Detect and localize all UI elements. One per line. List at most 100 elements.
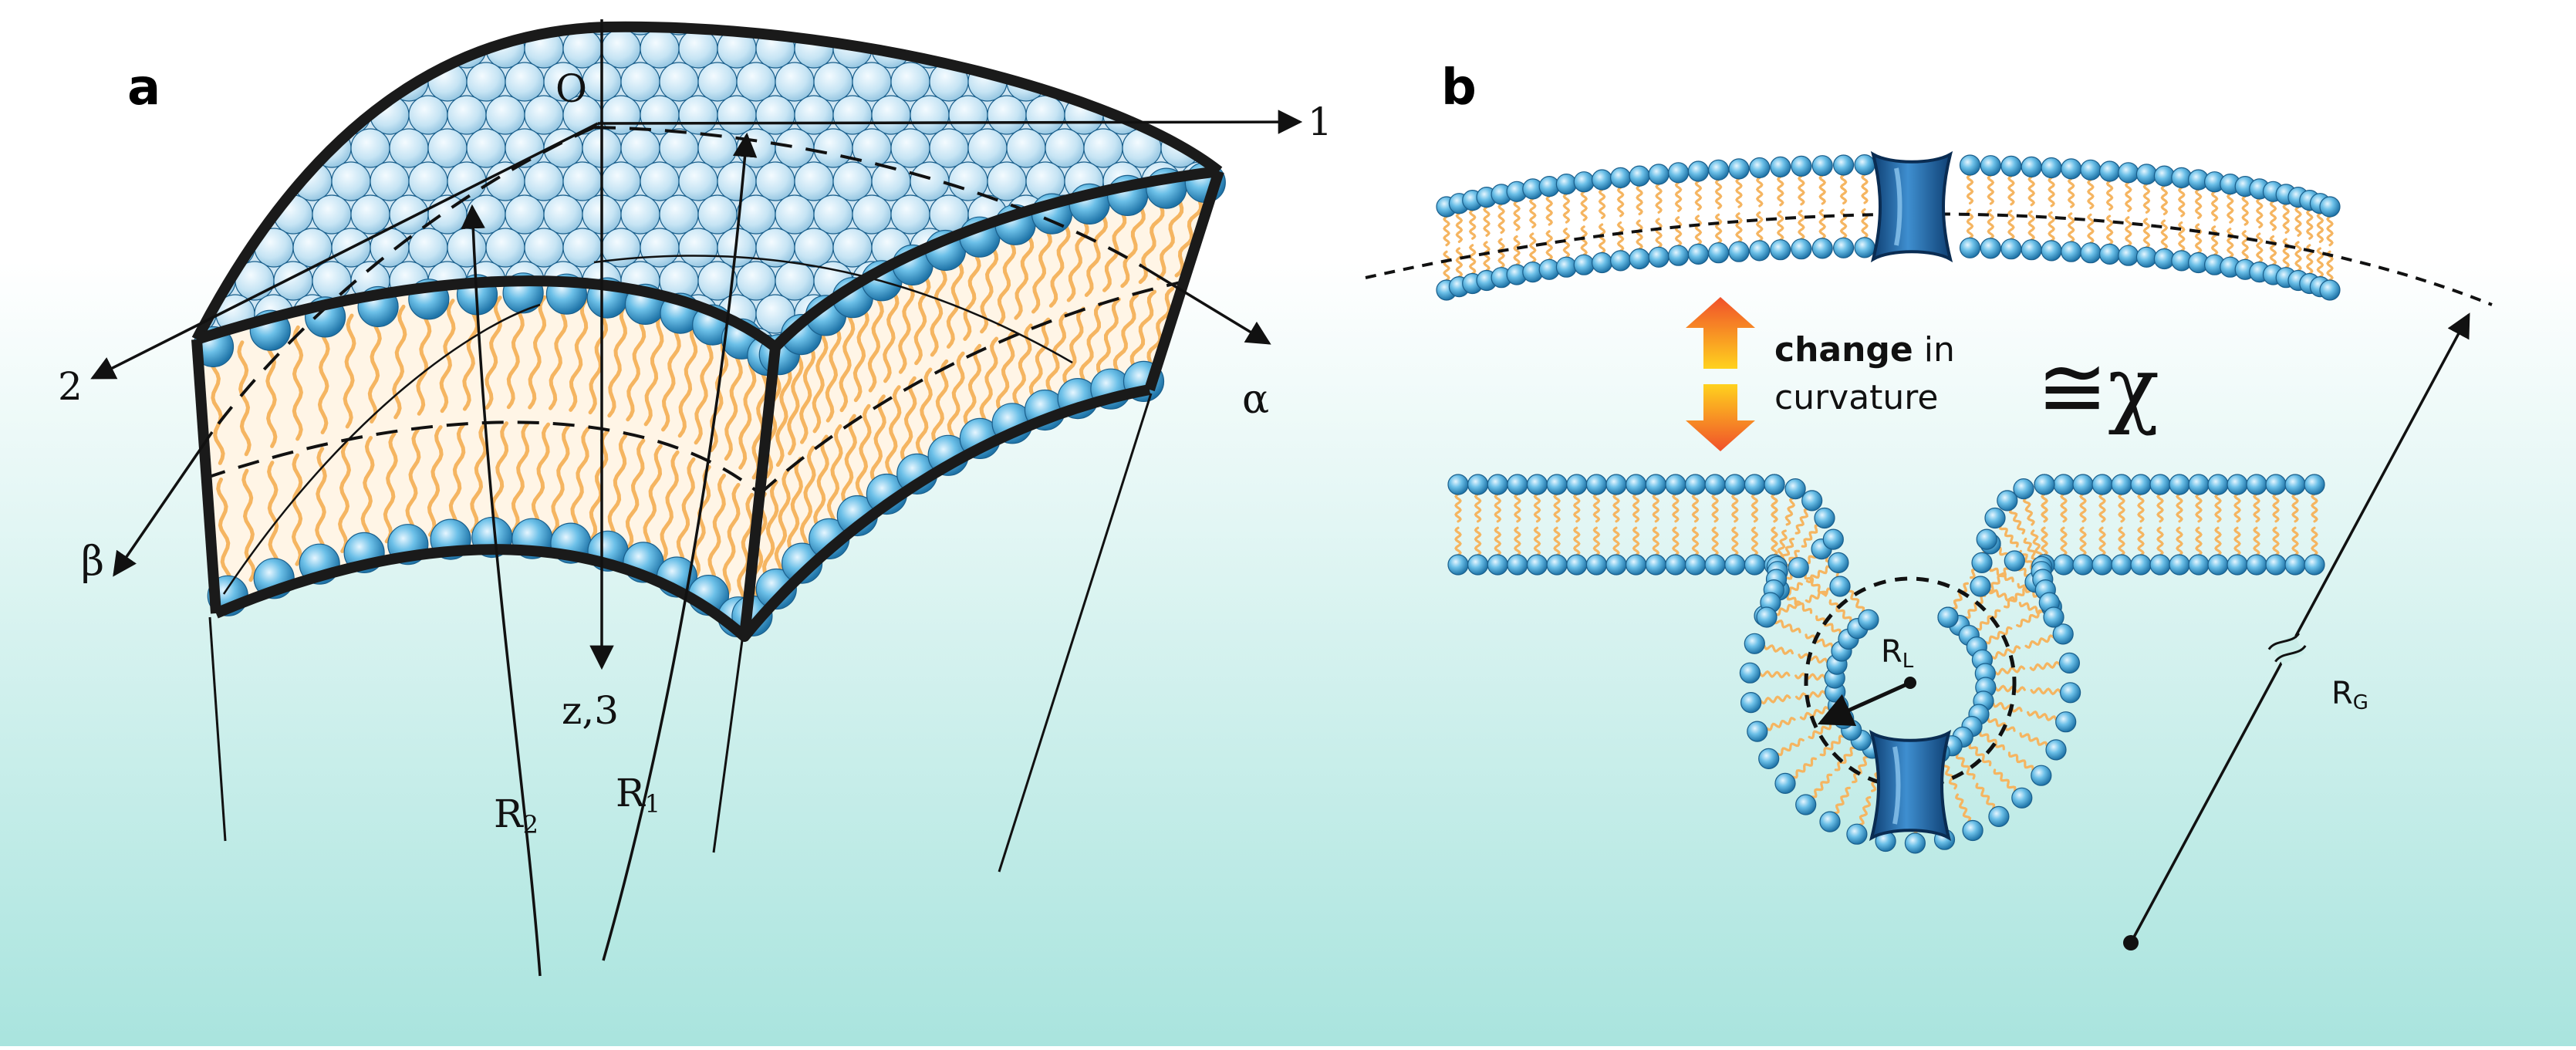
lipid-tail	[2048, 211, 2055, 242]
lipid-tail	[1966, 208, 1974, 239]
lipid-tail	[1572, 526, 1581, 557]
lipid-tail	[1655, 218, 1663, 248]
lipid-tail	[1955, 793, 1972, 822]
lipid-tail	[1828, 599, 1852, 623]
lipid-headgroup	[1739, 662, 1761, 684]
lipid-headgroup	[794, 95, 834, 135]
lipid-tail	[1636, 184, 1643, 216]
lipid-tail	[2282, 203, 2291, 235]
lipid-tail	[812, 317, 829, 434]
lipid-headgroup	[813, 62, 853, 102]
lipid-tail	[360, 436, 375, 549]
lipid-headgroup	[1592, 169, 1613, 191]
outline-top-back	[191, 21, 1223, 343]
lipid-tail	[484, 295, 502, 410]
lipid-tail	[2105, 180, 2114, 211]
lipid-headgroup	[2099, 160, 2121, 182]
lipid-tail	[751, 357, 769, 480]
lipid-headgroup	[717, 95, 757, 135]
lipid-tail	[625, 438, 646, 552]
lipid-headgroup	[2021, 239, 2042, 261]
lipid-tail	[1805, 587, 1833, 603]
lipid-headgroup	[1971, 552, 1993, 574]
lipid-headgroup	[813, 194, 853, 235]
lipid-headgroup	[1447, 474, 1469, 495]
lipid-tail	[2027, 711, 2058, 721]
lipid-tail	[1580, 191, 1588, 221]
lipid-headgroup	[948, 95, 988, 135]
lipid-headgroup	[678, 95, 718, 135]
lipid-headgroup	[2130, 554, 2152, 576]
lipid-tail	[1616, 221, 1625, 252]
lipid-tail	[2294, 241, 2302, 272]
lipid-tail	[405, 427, 421, 540]
lipid-headgroup	[794, 228, 834, 268]
lipid-tail	[1771, 492, 1778, 523]
lipid-headgroup	[1740, 691, 1762, 714]
lipid-tail	[1545, 194, 1554, 226]
lipid-headgroup	[678, 228, 718, 268]
lipid-headgroup	[350, 128, 390, 168]
lipid-headgroup	[1526, 474, 1548, 495]
channel-protein-top	[1870, 150, 1953, 263]
lipid-tail	[265, 333, 278, 448]
lipid-tail	[1468, 208, 1477, 240]
lipid-headgroup	[1770, 156, 1791, 177]
lipid-tail	[2142, 218, 2151, 248]
lipid-tail	[2255, 232, 2264, 264]
thin-curve-front-top	[593, 255, 1073, 364]
lipid-headgroup	[1728, 241, 1750, 262]
lipid-headgroup	[1645, 554, 1666, 576]
lipid-tail	[1494, 492, 1502, 523]
lipid-tail	[2041, 492, 2048, 523]
lipid-headgroup	[1749, 157, 1771, 179]
change-caption-line1: change in	[1774, 330, 1955, 370]
change-double-arrow	[1686, 297, 1755, 451]
lipid-tail	[439, 299, 456, 414]
lipid-tail	[1975, 782, 1996, 809]
lipid-tail	[1976, 609, 2001, 631]
lipid-headgroup	[447, 228, 487, 268]
lipid-headgroup	[1833, 237, 1855, 258]
alpha-arrow	[1141, 265, 1271, 345]
lipid-tail	[1694, 180, 1703, 211]
lipid-headgroup	[1546, 554, 1568, 576]
lipid-tail	[1514, 526, 1521, 557]
lipid-tail	[1632, 492, 1640, 523]
lipid-headgroup	[1648, 246, 1670, 268]
lipid-headgroup	[1708, 242, 1730, 264]
lipid-tail	[915, 367, 933, 470]
lipid-headgroup	[2072, 554, 2094, 576]
lipid-headgroup	[312, 194, 352, 235]
lipid-headgroup	[1555, 256, 1578, 278]
lipid-tail	[1513, 200, 1521, 231]
lipid-tail	[1592, 526, 1601, 557]
lipid-headgroup	[1728, 158, 1750, 180]
lipid-headgroup	[447, 95, 487, 135]
midplane-dashed-front	[204, 420, 761, 495]
lipid-tail	[774, 468, 791, 584]
lipid-headgroup	[1605, 554, 1627, 576]
lipid-tail	[2226, 228, 2234, 258]
lipid-tail	[1776, 210, 1784, 241]
lipid-headgroup	[1937, 606, 1959, 628]
lipid-headgroup	[1045, 128, 1085, 168]
lipid-tail	[1984, 626, 2013, 645]
global-radius-line	[2129, 312, 2470, 944]
lipid-tail	[1968, 743, 1992, 767]
lipid-headgroup	[890, 128, 930, 168]
lipid-tail	[1755, 211, 1764, 242]
lipid-tail	[724, 341, 744, 461]
lipid-tail	[722, 482, 741, 601]
lipid-headgroup	[1610, 250, 1632, 272]
lipid-headgroup	[1833, 154, 1855, 176]
lipid-headgroup	[620, 194, 660, 235]
lipid-tail	[383, 431, 398, 544]
lipid-tail	[1143, 286, 1175, 378]
lipid-tail	[1955, 753, 1976, 780]
lipid-headgroup	[1744, 633, 1765, 654]
lipid-headgroup	[1684, 554, 1707, 576]
lipid-tail	[1011, 323, 1033, 420]
lipid-tail	[2030, 529, 2043, 559]
lipid-tail	[606, 434, 628, 546]
